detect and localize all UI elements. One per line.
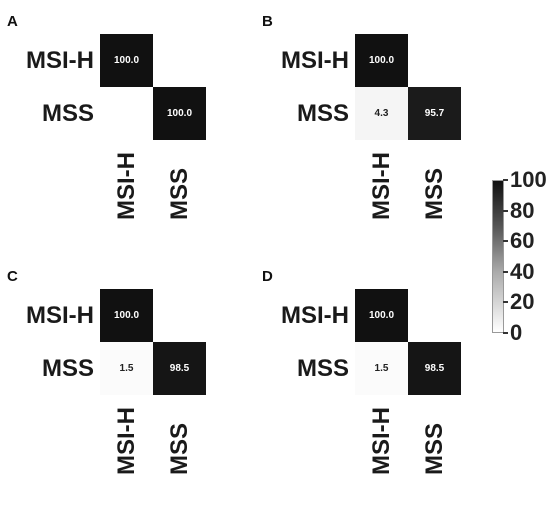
- col-label: MSI-H: [112, 152, 140, 220]
- col-label: MSS: [165, 167, 193, 220]
- panel-letter: B: [262, 13, 273, 30]
- heatmap-cell: 100.0: [100, 34, 153, 87]
- heatmap-cell: [408, 289, 461, 342]
- heatmap-cell: 95.7: [408, 87, 461, 140]
- colorbar-tick: [503, 240, 508, 243]
- heatmap-cell: 100.0: [355, 289, 408, 342]
- colorbar-tick-label: 60: [510, 228, 535, 254]
- heatmap-cell: 98.5: [153, 342, 206, 395]
- row-label: MSS: [41, 354, 94, 382]
- row-label: MSI-H: [26, 46, 94, 74]
- colorbar-tick-label: 0: [510, 320, 523, 345]
- row-label: MSS: [296, 99, 349, 127]
- heatmap-cell: 100.0: [355, 34, 408, 87]
- colorbar-tick-label: 20: [510, 289, 535, 315]
- colorbar-tick-label: 100: [510, 167, 547, 192]
- colorbar: [492, 180, 504, 333]
- heatmap-cell: 98.5: [408, 342, 461, 395]
- heatmap-cell: [100, 87, 153, 140]
- heatmap-cell: 100.0: [153, 87, 206, 140]
- col-label: MSS: [165, 422, 193, 475]
- heatmap-cell: 100.0: [100, 289, 153, 342]
- row-label: MSI-H: [281, 46, 349, 74]
- colorbar-tick: [503, 301, 508, 304]
- row-label: MSS: [296, 354, 349, 382]
- row-label: MSI-H: [26, 301, 94, 329]
- heatmap-cell: [153, 34, 206, 87]
- heatmap-cell: 4.3: [355, 87, 408, 140]
- heatmap-cell: [408, 34, 461, 87]
- col-label: MSS: [420, 167, 448, 220]
- panel-letter: A: [7, 13, 18, 30]
- panel-letter: C: [7, 268, 18, 285]
- colorbar-tick: [503, 270, 508, 273]
- heatmap-cell: [153, 289, 206, 342]
- heatmap-cell: 1.5: [355, 342, 408, 395]
- col-label: MSI-H: [367, 407, 395, 475]
- colorbar-tick-label: 80: [510, 197, 535, 223]
- row-label: MSI-H: [281, 301, 349, 329]
- col-label: MSS: [420, 422, 448, 475]
- colorbar-tick: [503, 209, 508, 212]
- row-label: MSS: [41, 99, 94, 127]
- colorbar-tick-label: 40: [510, 258, 535, 284]
- col-label: MSI-H: [112, 407, 140, 475]
- panel-letter: D: [262, 268, 273, 285]
- col-label: MSI-H: [367, 152, 395, 220]
- heatmap-cell: 1.5: [100, 342, 153, 395]
- colorbar-tick: [503, 179, 508, 181]
- colorbar-tick: [503, 332, 508, 334]
